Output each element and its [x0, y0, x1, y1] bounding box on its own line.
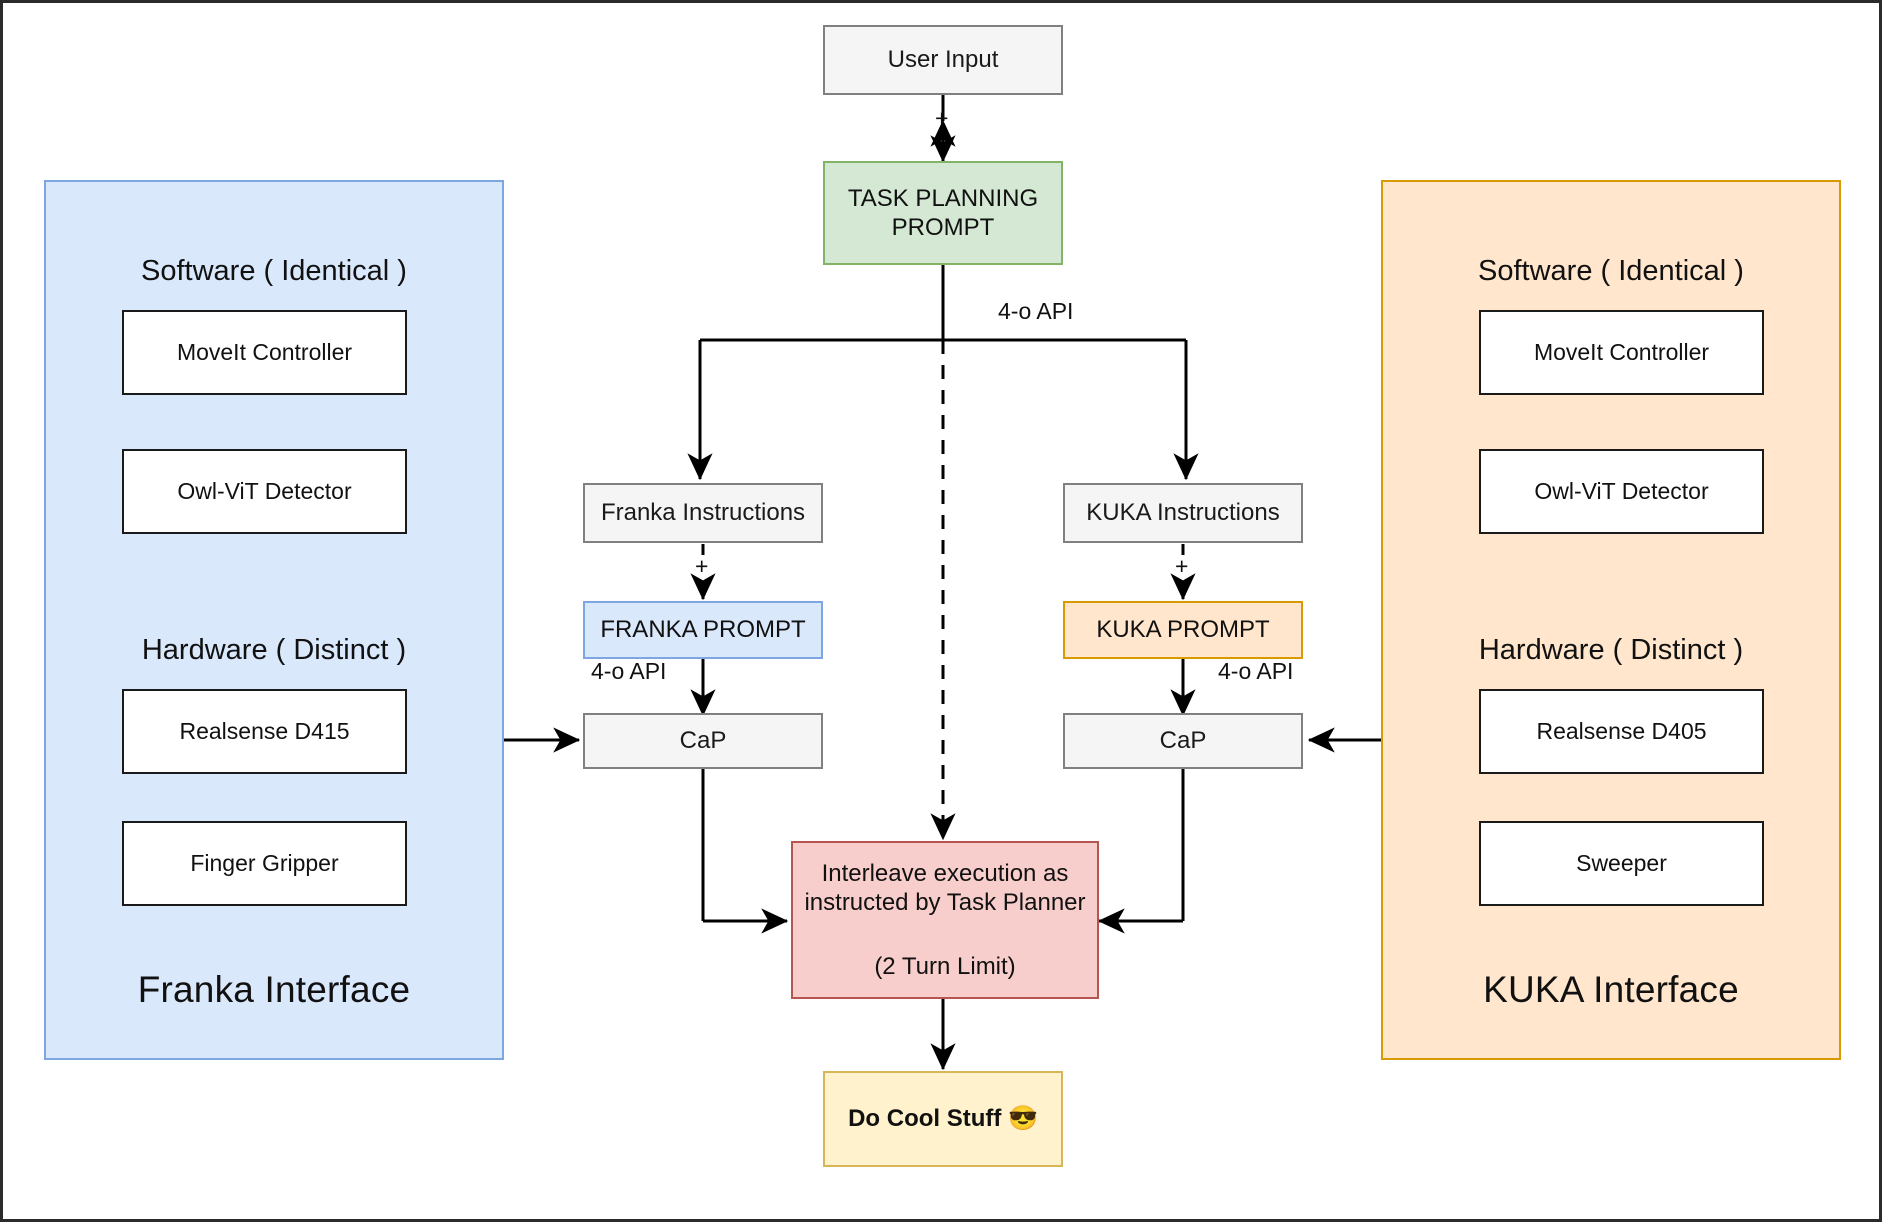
do-cool-stuff-label: Do Cool Stuff 😎	[848, 1105, 1038, 1133]
franka-hardware-label: Hardware ( Distinct )	[141, 634, 407, 666]
kuka-sweeper-label: Sweeper	[1576, 850, 1667, 877]
franka-gripper-label: Finger Gripper	[190, 850, 339, 877]
kuka-interface-title: KUKA Interface	[1483, 969, 1739, 1010]
franka-realsense-label: Realsense D415	[179, 718, 350, 745]
plus-top-label: +	[935, 105, 949, 131]
kuka-owlvit-detector-box: Owl-ViT Detector	[1479, 449, 1764, 534]
task-planning-prompt-box: TASK PLANNING PROMPT	[823, 161, 1063, 265]
user-input-label: User Input	[887, 46, 999, 74]
api-franka-label: 4-o API	[591, 658, 667, 684]
api-top-label: 4-o API	[998, 298, 1074, 324]
kuka-cap-box: CaP	[1063, 713, 1303, 769]
kuka-prompt-box: KUKA PROMPT	[1063, 601, 1303, 659]
kuka-owlvit-detector-label: Owl-ViT Detector	[1534, 478, 1709, 505]
kuka-software-label: Software ( Identical )	[1478, 255, 1744, 287]
franka-gripper-box: Finger Gripper	[122, 821, 407, 906]
interleave-line-2: instructed by Task Planner	[804, 889, 1086, 917]
kuka-instructions-box: KUKA Instructions	[1063, 483, 1303, 543]
kuka-sweeper-box: Sweeper	[1479, 821, 1764, 906]
franka-cap-box: CaP	[583, 713, 823, 769]
task-planning-prompt-line1: TASK PLANNING	[847, 184, 1039, 212]
user-input-box: User Input	[823, 25, 1063, 95]
franka-prompt-label: FRANKA PROMPT	[600, 616, 806, 644]
interleave-execution-box: Interleave execution as instructed by Ta…	[791, 841, 1099, 999]
franka-prompt-box: FRANKA PROMPT	[583, 601, 823, 659]
interleave-line-1: Interleave execution as	[821, 860, 1069, 888]
kuka-prompt-label: KUKA PROMPT	[1096, 616, 1270, 644]
franka-instructions-label: Franka Instructions	[600, 499, 806, 527]
franka-realsense-box: Realsense D415	[122, 689, 407, 774]
franka-owlvit-detector-label: Owl-ViT Detector	[177, 478, 352, 505]
kuka-realsense-box: Realsense D405	[1479, 689, 1764, 774]
kuka-instructions-label: KUKA Instructions	[1086, 499, 1280, 527]
api-kuka-label: 4-o API	[1218, 658, 1294, 684]
franka-owlvit-detector-box: Owl-ViT Detector	[122, 449, 407, 534]
kuka-cap-label: CaP	[1159, 727, 1207, 755]
do-cool-stuff-box: Do Cool Stuff 😎	[823, 1071, 1063, 1167]
task-planning-prompt-line2: PROMPT	[891, 214, 995, 241]
franka-interface-title: Franka Interface	[137, 969, 411, 1010]
kuka-moveit-controller-box: MoveIt Controller	[1479, 310, 1764, 395]
franka-instructions-box: Franka Instructions	[583, 483, 823, 543]
kuka-hardware-label: Hardware ( Distinct )	[1478, 634, 1744, 666]
franka-software-label: Software ( Identical )	[141, 255, 407, 287]
interleave-turn-limit: (2 Turn Limit)	[874, 952, 1016, 980]
plus-franka-label: +	[695, 553, 709, 579]
franka-moveit-controller-box: MoveIt Controller	[122, 310, 407, 395]
kuka-realsense-label: Realsense D405	[1536, 718, 1707, 745]
kuka-moveit-controller-label: MoveIt Controller	[1533, 339, 1710, 366]
franka-moveit-controller-label: MoveIt Controller	[176, 339, 353, 366]
plus-kuka-label: +	[1175, 553, 1189, 579]
franka-cap-label: CaP	[679, 727, 727, 755]
